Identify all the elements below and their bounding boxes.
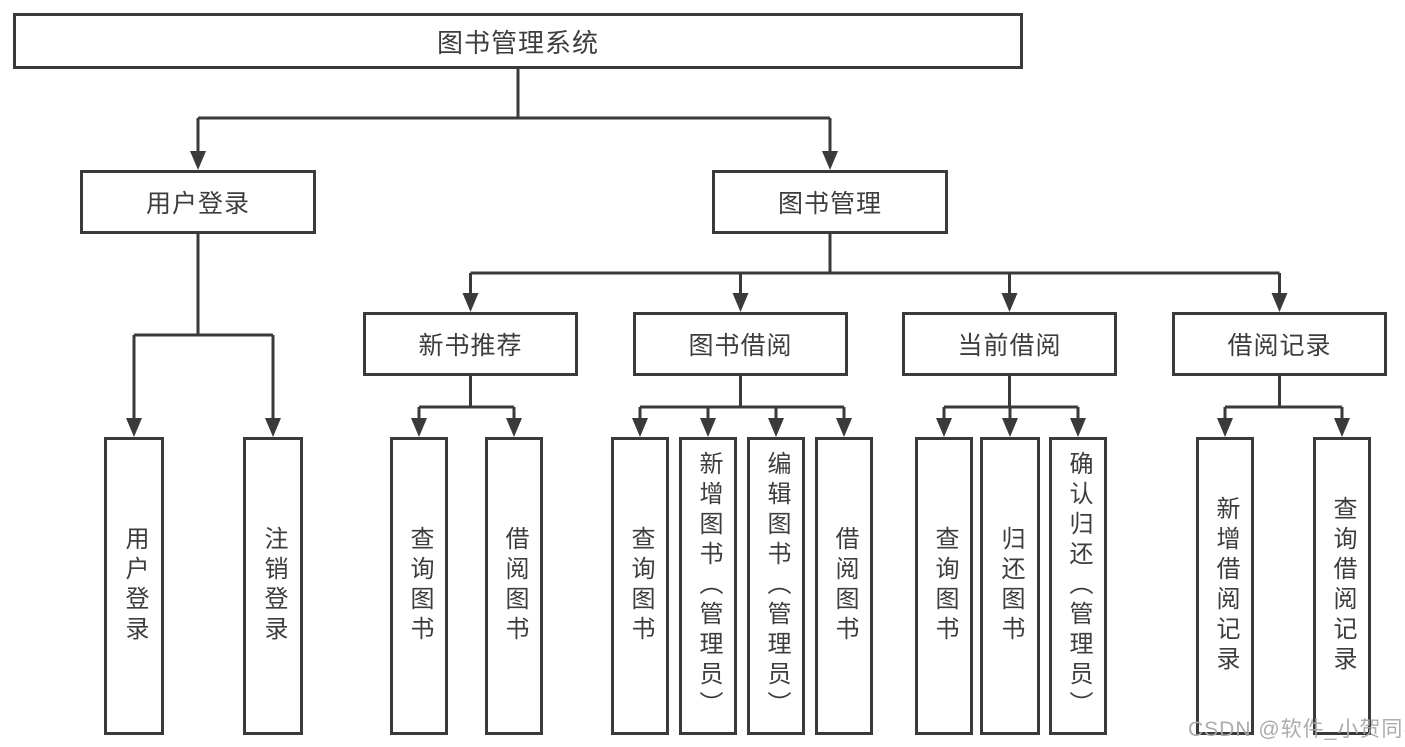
watermark: CSDN @软件_小贺同学 xyxy=(1188,718,1405,741)
arrowhead xyxy=(836,418,852,437)
leaf-borrow-books-2-label: 借阅图书 xyxy=(831,526,858,646)
leaf-add-book-admin-label: 新增图书（管理员） xyxy=(695,451,722,721)
node-current-borrowing: 当前借阅 xyxy=(902,312,1117,376)
arrowhead xyxy=(732,293,749,312)
node-user-login-label: 用户登录 xyxy=(145,190,250,218)
leaf-user-login: 用户登录 xyxy=(104,437,164,735)
arrowhead xyxy=(822,151,838,170)
arrowhead xyxy=(1334,418,1350,437)
node-borrow-records: 借阅记录 xyxy=(1172,312,1387,376)
arrowhead xyxy=(700,418,716,437)
leaf-add-borrow-record-label: 新增借阅记录 xyxy=(1212,496,1239,676)
leaf-return-book-label: 归还图书 xyxy=(997,526,1024,646)
arrowhead xyxy=(768,418,784,437)
leaf-borrow-books-1-label: 借阅图书 xyxy=(501,526,528,646)
leaf-confirm-return-admin-label: 确认归还（管理员） xyxy=(1065,451,1092,721)
leaf-query-books-1-label: 查询图书 xyxy=(406,526,433,646)
leaf-return-book: 归还图书 xyxy=(980,437,1040,735)
node-root: 图书管理系统 xyxy=(13,13,1023,69)
leaf-query-borrow-record: 查询借阅记录 xyxy=(1313,437,1371,735)
node-book-management-label: 图书管理 xyxy=(777,190,882,218)
leaf-borrow-books-2: 借阅图书 xyxy=(815,437,873,735)
leaf-user-login-label: 用户登录 xyxy=(121,526,148,646)
connector-user-login-to-leaves xyxy=(132,234,275,420)
leaf-query-books-2: 查询图书 xyxy=(611,437,669,735)
node-root-label: 图书管理系统 xyxy=(436,27,599,58)
leaf-logout: 注销登录 xyxy=(243,437,303,735)
node-new-book-recommend-label: 新书推荐 xyxy=(418,332,523,360)
connector-book-borrowing-to-leaves xyxy=(638,376,846,420)
node-user-login: 用户登录 xyxy=(80,170,316,234)
arrowhead xyxy=(462,293,479,312)
leaf-borrow-books-1: 借阅图书 xyxy=(485,437,543,735)
arrowhead xyxy=(506,418,522,437)
arrowhead xyxy=(1271,293,1288,312)
connector-root-to-level2 xyxy=(196,68,832,152)
connector-borrow-records-to-leaves xyxy=(1223,376,1344,420)
connector-book-management-to-level3 xyxy=(469,234,1281,295)
node-borrow-records-label: 借阅记录 xyxy=(1227,332,1332,360)
leaf-query-books-3-label: 查询图书 xyxy=(931,526,958,646)
arrowhead xyxy=(1070,418,1086,437)
arrowhead xyxy=(1002,418,1018,437)
arrowhead xyxy=(265,418,281,437)
leaf-edit-book-admin-label: 编辑图书（管理员） xyxy=(763,451,790,721)
leaf-add-borrow-record: 新增借阅记录 xyxy=(1196,437,1254,735)
connector-new-books-to-leaves xyxy=(417,376,516,420)
leaf-query-books-2-label: 查询图书 xyxy=(627,526,654,646)
leaf-logout-label: 注销登录 xyxy=(260,526,287,646)
leaf-edit-book-admin: 编辑图书（管理员） xyxy=(747,437,805,735)
arrowhead xyxy=(936,418,952,437)
leaf-confirm-return-admin: 确认归还（管理员） xyxy=(1049,437,1107,735)
leaf-query-books-1: 查询图书 xyxy=(390,437,448,735)
arrowhead xyxy=(632,418,648,437)
node-new-book-recommend: 新书推荐 xyxy=(363,312,578,376)
arrowhead xyxy=(1217,418,1233,437)
leaf-query-borrow-record-label: 查询借阅记录 xyxy=(1329,496,1356,676)
connector-current-borrowing-to-leaves xyxy=(942,376,1080,420)
leaf-query-books-3: 查询图书 xyxy=(915,437,973,735)
arrowhead xyxy=(126,418,142,437)
arrowhead xyxy=(411,418,427,437)
node-book-borrowing: 图书借阅 xyxy=(633,312,848,376)
arrowhead xyxy=(190,151,206,170)
arrowhead xyxy=(1001,293,1018,312)
node-book-borrowing-label: 图书借阅 xyxy=(688,332,793,360)
leaf-add-book-admin: 新增图书（管理员） xyxy=(679,437,737,735)
node-current-borrowing-label: 当前借阅 xyxy=(957,332,1062,360)
node-book-management: 图书管理 xyxy=(712,170,948,234)
